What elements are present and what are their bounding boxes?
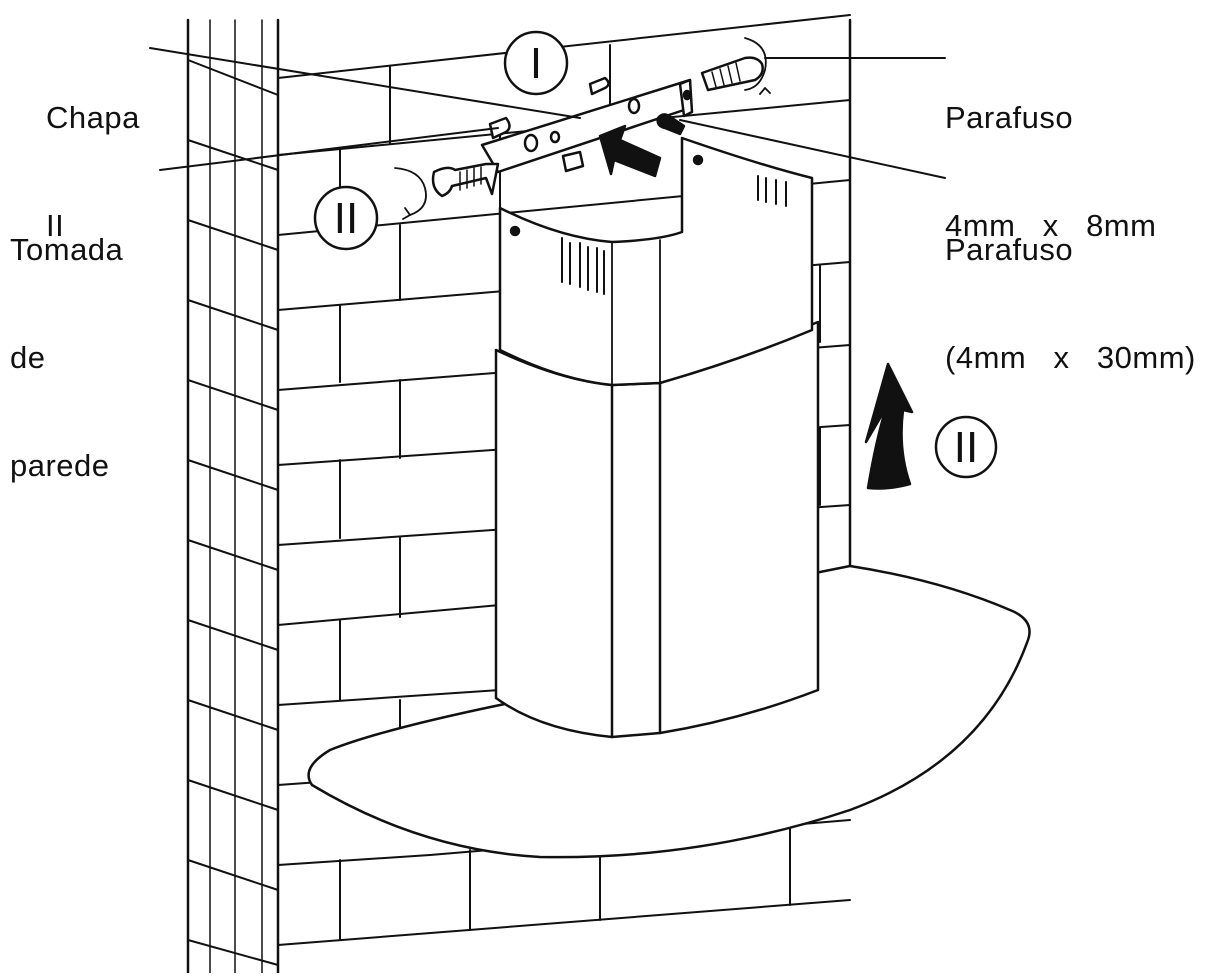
leader-lines [149,47,946,179]
label-parafuso-large: Parafuso (4mm x 30mm) [945,160,1196,412]
label-parafuso-small: Parafuso 4mm x 8mm [945,28,1156,280]
label-parafuso-large-line1: Parafuso [945,232,1074,267]
label-tomada-line2: de [10,340,46,375]
mounting-bracket [480,78,694,174]
rotation-arrow [394,37,771,220]
step-marker-1 [503,30,569,96]
label-parafuso-large-line2: (4mm x 30mm) [945,340,1196,375]
step-marker-2-right [934,415,998,479]
label-parafuso-small-line2: 4mm x 8mm [945,208,1157,243]
label-tomada-line3: parede [10,448,110,483]
step-2-right-text: II [954,423,978,472]
step-2-left-text: II [334,194,358,243]
screw-small [561,113,686,173]
label-tomada: Tomada de parede [10,160,123,520]
push-arrow [598,124,662,178]
label-chapa-line2: II [46,208,65,243]
up-arrow [864,362,914,490]
label-chapa: Chapa II [46,28,140,280]
lower-chimney [494,320,820,739]
wall-plug [488,76,610,140]
screw-left [431,162,500,198]
label-parafuso-small-line1: Parafuso [945,100,1074,135]
label-tomada-line1: Tomada [10,232,124,267]
step-marker-2-left [313,185,379,251]
screw-right [700,56,764,92]
step-1-text: I [530,39,542,88]
upper-chimney [498,136,814,387]
label-chapa-line1: Chapa [46,100,140,135]
